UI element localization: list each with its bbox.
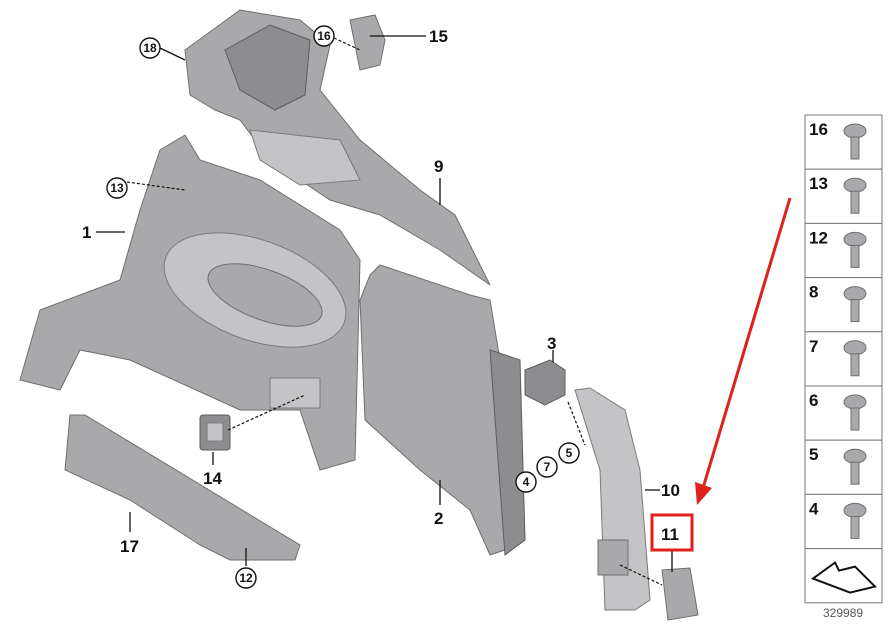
callout-2: 2: [434, 509, 443, 528]
part-9-upper-trim: [184, 9, 491, 286]
fastener-16-icon: [843, 123, 867, 160]
callout-14: 14: [203, 469, 222, 488]
legend-label: 6: [809, 391, 818, 410]
part-1-side-trim: [19, 134, 361, 471]
callout-1: 1: [82, 223, 91, 242]
part-2-trim-panel: [359, 264, 526, 556]
svg-text:18: 18: [143, 41, 157, 55]
fastener-12-icon: [843, 231, 867, 268]
svg-text:5: 5: [566, 446, 573, 460]
fastener-8-icon: [843, 286, 867, 323]
callout-9: 9: [434, 157, 443, 176]
legend-cell-6: 6: [804, 385, 883, 441]
legend-label: 13: [809, 174, 828, 193]
legend-cell-5: 5: [804, 439, 883, 495]
legend-label: 12: [809, 228, 828, 247]
fastener-7-icon: [843, 340, 867, 377]
svg-text:7: 7: [544, 460, 551, 474]
legend-label: 7: [809, 337, 818, 356]
legend-cell-8: 8: [804, 277, 883, 333]
fastener-6-icon: [843, 394, 867, 431]
part-3-clip-block: [524, 359, 566, 406]
fastener-4-icon: [843, 502, 867, 539]
part-15-bracket: [349, 14, 386, 71]
legend-label: 5: [809, 445, 818, 464]
legend-cell-16: 16: [804, 114, 883, 170]
legend-label: 8: [809, 283, 818, 302]
circled-callout-4: 4: [515, 471, 537, 493]
leader-lines: [96, 35, 673, 586]
callout-3: 3: [547, 334, 556, 353]
circled-callout-16: 16: [313, 25, 335, 47]
svg-text:13: 13: [110, 181, 124, 195]
legend-cell-4: 4: [804, 493, 883, 550]
svg-text:16: 16: [317, 29, 331, 43]
svg-text:4: 4: [523, 475, 530, 489]
svg-text:12: 12: [239, 571, 253, 585]
legend-label: 16: [809, 120, 828, 139]
circled-callout-12: 12: [235, 567, 257, 589]
part-17-sill-trim: [64, 414, 301, 561]
callout-11: 11: [661, 525, 679, 544]
callout-17: 17: [120, 537, 139, 556]
circled-callout-7: 7: [536, 456, 558, 478]
callout-15: 15: [429, 27, 448, 46]
callout-10: 10: [661, 481, 680, 500]
fastener-5-icon: [843, 448, 867, 485]
legend-cell-13: 13: [804, 168, 883, 224]
direction-arrow-icon: [804, 548, 883, 604]
legend-cell-7: 7: [804, 331, 883, 387]
legend-label: 4: [809, 499, 819, 518]
part-11-cover: [661, 567, 699, 621]
fastener-13-icon: [843, 177, 867, 214]
red-arrow-icon: [695, 197, 792, 505]
circled-callout-13: 13: [106, 177, 128, 199]
legend-cell-12: 12: [804, 222, 883, 279]
part-14-cover: [199, 414, 231, 451]
highlight-box-11: [650, 513, 694, 552]
fastener-legend: 16 13 12 8 7 6 5 4: [804, 114, 883, 604]
diagram-number: 329989: [823, 606, 863, 620]
circled-callout-5: 5: [558, 442, 580, 464]
circled-callout-18: 18: [139, 37, 161, 59]
part-10-pillar-trim: [574, 387, 651, 611]
